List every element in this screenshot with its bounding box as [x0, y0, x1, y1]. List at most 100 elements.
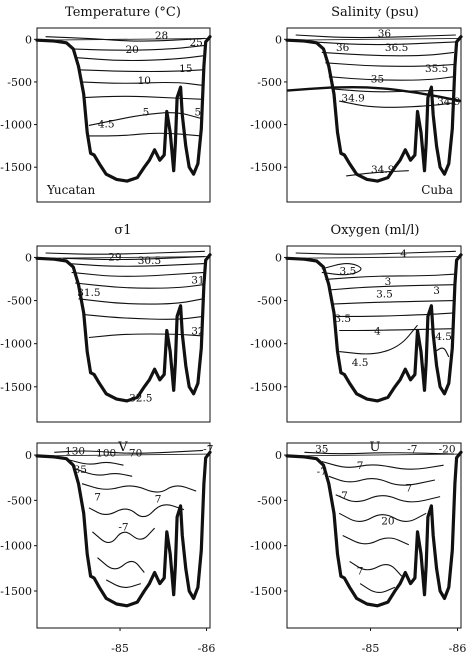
- x-tick-label: -85: [362, 642, 380, 655]
- contour-label: 34.9: [341, 93, 364, 105]
- contour-label: 100: [96, 447, 116, 459]
- contour-line: [88, 504, 185, 518]
- contour-label: 7: [405, 482, 412, 494]
- yucatan-label: Yucatan: [46, 183, 95, 197]
- contour-line: [83, 314, 204, 320]
- contour-line: [78, 298, 204, 305]
- contour-label: 34.9: [371, 164, 394, 176]
- contour-label: 20: [381, 516, 394, 528]
- y-tick-label: -1500: [250, 585, 282, 598]
- contour-line: [75, 55, 204, 62]
- contour-line: [338, 512, 427, 522]
- contour-label: 20: [125, 44, 138, 56]
- contour-label: 10: [138, 75, 151, 87]
- contour-label: 36.5: [385, 42, 408, 54]
- contour-line: [339, 324, 418, 355]
- contour-label: 7: [155, 494, 162, 506]
- bottom-topography: [35, 450, 212, 608]
- y-tick-label: -500: [7, 76, 32, 89]
- contour-line: [332, 300, 455, 305]
- contour-line: [335, 312, 455, 317]
- contour-line: [295, 34, 456, 39]
- contour-line: [321, 460, 444, 470]
- contour-line: [328, 475, 436, 486]
- sea-surface-line: [36, 37, 211, 41]
- contour-label: 35: [315, 444, 328, 456]
- y-tick-label: 0: [25, 33, 32, 46]
- cuba-label: Cuba: [421, 183, 453, 197]
- bottom-topography: [35, 35, 212, 183]
- contour-label: -7: [203, 444, 213, 456]
- contour-label: 25: [189, 37, 202, 49]
- contour-label: -20: [439, 444, 456, 456]
- plot-frame: [286, 27, 462, 203]
- contour-line: [45, 36, 205, 42]
- contour-line: [325, 62, 455, 67]
- contour-line: [304, 451, 455, 455]
- contour-label: 31: [191, 274, 204, 286]
- panel-title: Oxygen (ml/l): [330, 223, 419, 238]
- contour-line: [83, 95, 204, 100]
- contour-label: 28: [155, 30, 168, 42]
- y-tick-label: -1000: [0, 338, 32, 351]
- y-tick-label: -1000: [250, 338, 282, 351]
- contour-line: [328, 76, 455, 81]
- plot-frame: [36, 245, 211, 423]
- contour-line: [67, 459, 124, 466]
- contour-line: [54, 449, 204, 454]
- plot-frame: [36, 27, 211, 203]
- x-tick-label: -86: [449, 642, 467, 655]
- contour-line: [81, 483, 197, 493]
- contour-label: 4: [374, 325, 381, 337]
- y-tick-label: -500: [7, 295, 32, 308]
- contour-line: [339, 328, 455, 332]
- bottom-topography: [285, 253, 463, 403]
- y-tick-label: -1500: [250, 161, 282, 174]
- contour-label: 3.5: [334, 313, 351, 325]
- contour-line: [68, 263, 205, 267]
- contour-line: [332, 88, 454, 93]
- y-tick-label: -1000: [0, 119, 32, 132]
- contour-line: [342, 535, 410, 546]
- y-tick-label: 0: [275, 251, 282, 264]
- contour-line: [335, 494, 441, 503]
- y-tick-label: -500: [257, 494, 282, 507]
- y-tick-label: -1000: [250, 540, 282, 553]
- contour-line: [88, 112, 202, 126]
- contour-label: 15: [179, 63, 192, 75]
- contour-label: 70: [129, 447, 142, 459]
- contour-label: 35: [74, 464, 87, 476]
- contour-line: [321, 263, 362, 276]
- contour-label: 7: [357, 460, 364, 472]
- thick-reference-line: [286, 85, 462, 103]
- contour-line: [325, 273, 455, 280]
- contour-line: [62, 256, 205, 261]
- y-tick-label: -1500: [250, 381, 282, 394]
- contour-label: 32.5: [129, 392, 152, 404]
- contour-line: [80, 81, 204, 86]
- contour-label: 3.5: [340, 266, 357, 278]
- contour-label: 5: [195, 107, 202, 119]
- panel-title: Salinity (psu): [331, 5, 419, 20]
- contour-label: -7: [338, 490, 348, 502]
- sea-surface-line: [286, 256, 462, 259]
- contour-label: 36: [336, 42, 350, 54]
- sea-surface-line: [286, 453, 462, 457]
- contour-label: 30.5: [138, 255, 161, 267]
- y-tick-label: -1500: [0, 381, 32, 394]
- contour-line: [75, 282, 204, 289]
- contour-label: 31.5: [77, 287, 100, 299]
- bottom-topography: [285, 450, 463, 608]
- contour-label: 34.9: [437, 96, 460, 108]
- plot-frame: [286, 442, 462, 629]
- plot-frame: [36, 442, 211, 629]
- contour-line: [349, 560, 403, 577]
- contour-line: [97, 557, 145, 573]
- contour-line: [88, 132, 202, 137]
- y-tick-label: -500: [257, 295, 282, 308]
- x-tick-label: -85: [111, 642, 129, 655]
